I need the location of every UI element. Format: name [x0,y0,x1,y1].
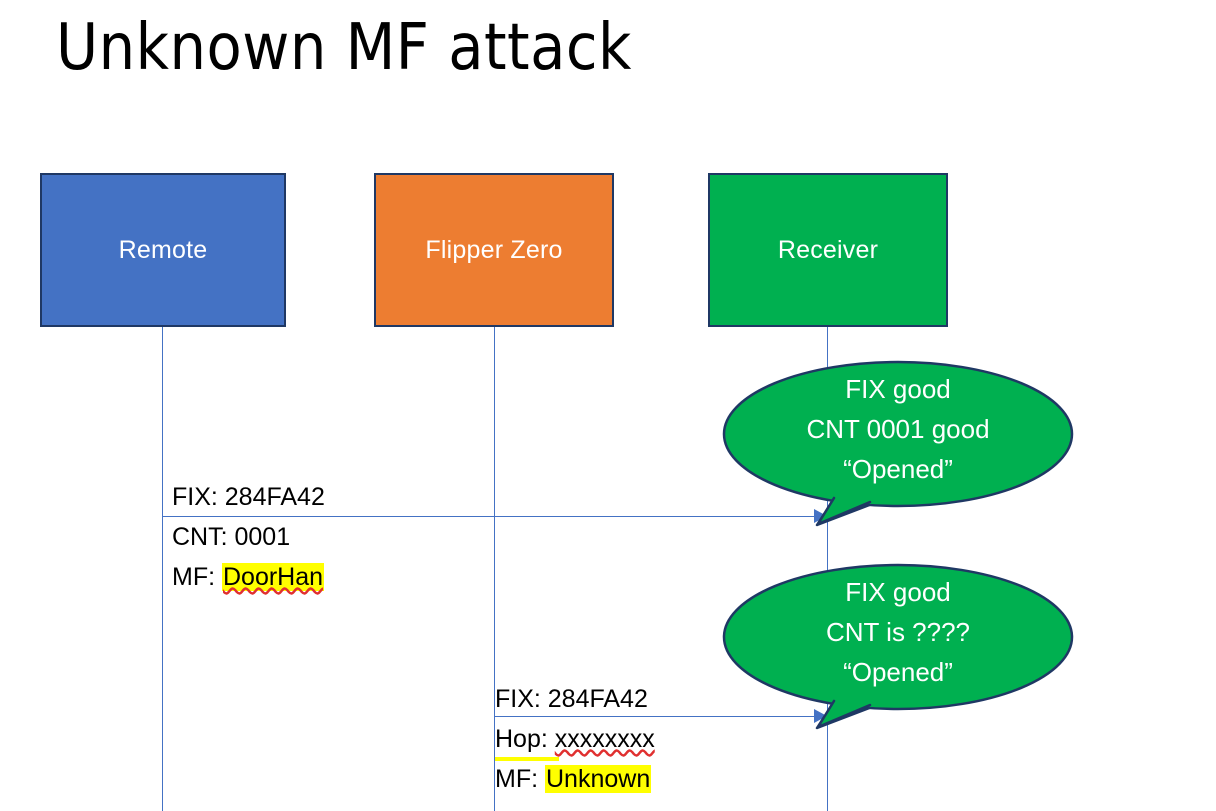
callout-bubble-2[interactable]: FIX good CNT is ???? “Opened” [722,563,1074,730]
highlight-stub [495,757,559,761]
message-1-line-3-prefix: MF: [172,563,222,591]
message-2-line-3: MF: Unknown [495,759,655,799]
message-label-1: FIX: 284FA42 CNT: 0001 MF: DoorHan [172,477,325,597]
lifeline-receiver [827,327,828,811]
actor-label-receiver: Receiver [777,235,879,264]
message-2-line-1: FIX: 284FA42 [495,685,648,713]
page-title: Unknown MF attack [56,11,632,85]
message-1-line-2: CNT: 0001 [172,523,291,551]
message-arrow-flipper-to-receiver [495,716,815,717]
actor-label-flipper: Flipper Zero [425,235,563,264]
message-1-mf-value: DoorHan [222,563,325,591]
lifeline-remote [162,327,163,811]
message-arrow-remote-to-receiver [163,516,815,517]
message-label-2: FIX: 284FA42 Hop: xxxxxxxx MF: Unknown [495,679,655,799]
message-2-line-2-prefix: Hop: [495,725,555,753]
actor-label-remote: Remote [118,235,208,264]
lifeline-flipper [494,327,495,811]
actor-box-flipper[interactable]: Flipper Zero [374,173,614,327]
message-2-line-3-prefix: MF: [495,765,545,793]
message-2-mf-value: Unknown [545,765,652,793]
actor-box-remote[interactable]: Remote [40,173,286,327]
message-2-hop-value: xxxxxxxx [554,725,655,753]
message-1-line-3: MF: DoorHan [172,557,325,597]
message-1-line-1: FIX: 284FA42 [172,483,325,511]
callout-bubble-1[interactable]: FIX good CNT 0001 good “Opened” [722,360,1074,527]
message-2-line-2: Hop: xxxxxxxx [495,719,655,759]
actor-box-receiver[interactable]: Receiver [708,173,948,327]
